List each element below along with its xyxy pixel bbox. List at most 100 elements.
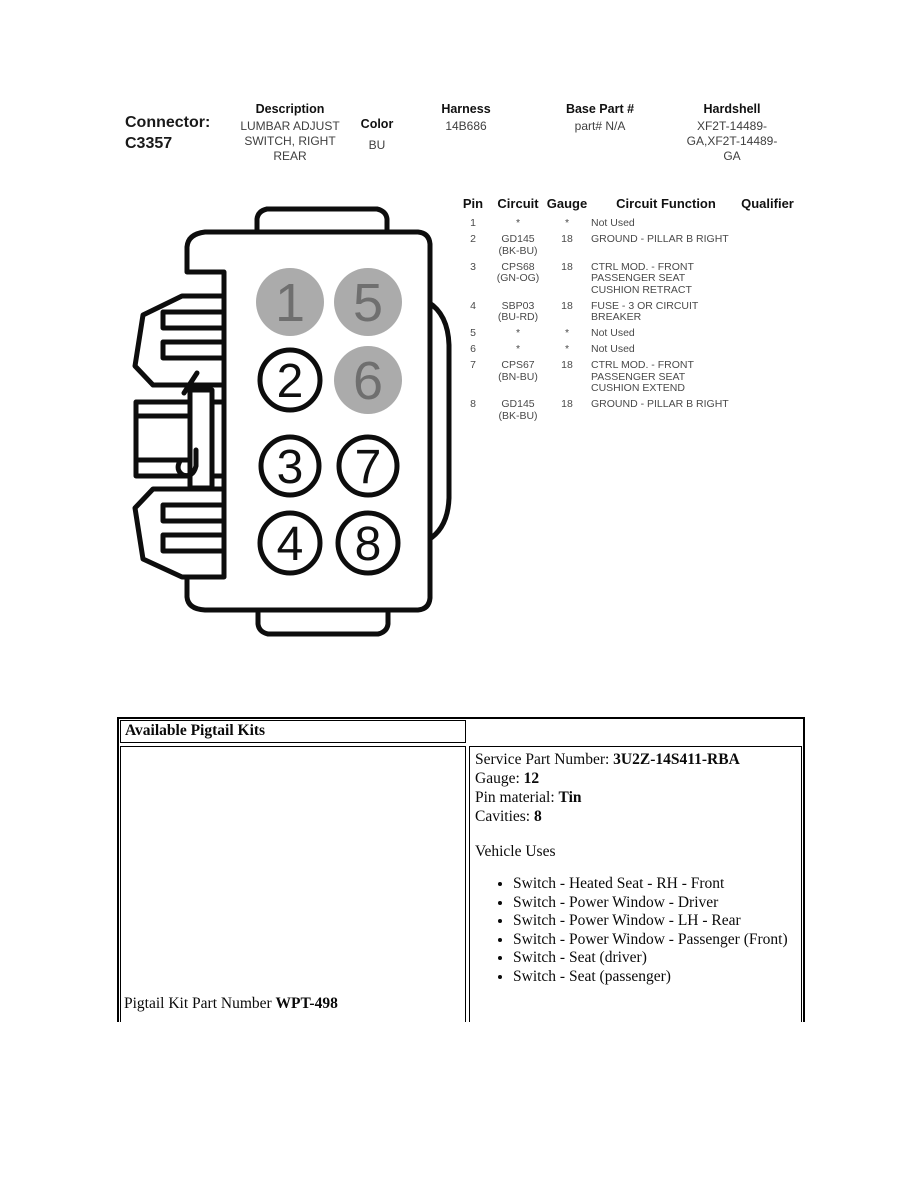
pin-table-header-gauge: Gauge <box>546 196 588 211</box>
cell-function: Not Used <box>591 343 635 355</box>
cell-circuit: * <box>515 327 521 339</box>
latch-tick <box>181 370 200 396</box>
vehicle-use-item: Switch - Power Window - LH - Rear <box>513 912 797 931</box>
cell-qualifier <box>741 234 794 257</box>
cell-function: Not Used <box>591 327 635 339</box>
description-label: Description <box>255 102 325 116</box>
lower-latch-tooth-1 <box>160 502 227 524</box>
cell-gauge: 18 <box>561 233 573 245</box>
vehicle-use-item: Switch - Seat (driver) <box>513 949 797 968</box>
service-part-number-line: Service Part Number: 3U2Z-14S411-RBA <box>475 750 797 769</box>
vehicle-use-item: Switch - Seat (passenger) <box>513 968 797 987</box>
header-col-harness: Harness 14B686 <box>421 102 511 134</box>
pin-material-value: Tin <box>558 789 582 806</box>
pin-table-row: 1 * * Not Used <box>453 217 798 230</box>
cell-pin: 6 <box>470 343 476 355</box>
cell-function: CTRL MOD. - FRONT PASSENGER SEAT CUSHION… <box>591 359 694 394</box>
cell-pin: 1 <box>470 217 476 229</box>
base-part-label: Base Part # <box>565 102 635 116</box>
gauge-line: Gauge: 12 <box>475 769 797 788</box>
cell-function: CTRL MOD. - FRONT PASSENGER SEAT CUSHION… <box>591 260 694 296</box>
pin-8-label: 8 <box>355 518 382 571</box>
pin-table-row: 4 SBP03 (BU-RD) 18 FUSE - 3 OR CIRCUIT B… <box>453 299 798 324</box>
gauge-value: 12 <box>523 770 540 787</box>
hardshell-value: XF2T-14489- GA,XF2T-14489- GA <box>686 119 778 163</box>
cell-gauge: 18 <box>561 299 573 312</box>
header-col-color: Color BU <box>347 117 407 153</box>
pin-4-label: 4 <box>277 518 304 571</box>
lower-latch-tooth-2 <box>160 532 227 554</box>
harness-value: 14B686 <box>445 119 487 133</box>
base-part-value: part# N/A <box>574 119 626 133</box>
cell-circuit: * <box>515 217 521 229</box>
pin-6-label: 6 <box>353 351 383 411</box>
description-value: LUMBAR ADJUST SWITCH, RIGHT REAR <box>240 119 340 163</box>
cavities-value: 8 <box>533 808 542 825</box>
kit-part-number-label: Pigtail Kit Part Number <box>124 995 272 1012</box>
cell-qualifier <box>741 328 794 340</box>
pin-4-cavity <box>257 510 323 576</box>
pin-table-header-pin: Pin <box>462 196 484 211</box>
cell-function: FUSE - 3 OR CIRCUIT BREAKER <box>591 299 699 323</box>
connector-label: Connector: <box>125 114 211 131</box>
pin-1-cavity <box>256 268 324 336</box>
cell-circuit: * <box>515 343 521 355</box>
cell-circuit: CPS68 (GN-OG) <box>496 260 540 284</box>
cell-gauge: 18 <box>561 359 573 371</box>
connector-diagram: 1 5 6 2 3 7 4 8 <box>132 206 452 637</box>
pin-table-row: 5 * * Not Used <box>453 327 798 340</box>
header-col-base-part: Base Part # part# N/A <box>550 102 650 134</box>
service-part-number-label: Service Part Number: <box>475 751 610 768</box>
pin-table-row: 6 * * Not Used <box>453 343 798 356</box>
connector-top-tab <box>254 206 390 237</box>
connector-id: C3357 <box>125 135 173 152</box>
cell-qualifier <box>741 399 794 422</box>
vehicle-uses-title: Vehicle Uses <box>475 843 556 860</box>
vehicle-uses-list: Switch - Heated Seat - RH - Front Switch… <box>475 875 797 986</box>
vehicle-use-item: Switch - Heated Seat - RH - Front <box>513 875 797 894</box>
hardshell-label: Hardshell <box>703 102 761 116</box>
cell-pin: 8 <box>470 398 476 410</box>
cell-circuit: SBP03 (BU-RD) <box>497 299 539 323</box>
connector-bottom-tab <box>255 605 391 637</box>
vehicle-use-item: Switch - Power Window - Driver <box>513 894 797 913</box>
pin-table-header-function: Circuit Function <box>616 196 716 211</box>
latch-curl <box>175 447 199 479</box>
cell-pin: 7 <box>470 359 476 371</box>
pigtail-details-cell: Service Part Number: 3U2Z-14S411-RBA Gau… <box>469 746 802 1022</box>
cell-gauge: 18 <box>561 260 573 273</box>
pigtail-table-border: Available Pigtail Kits Pigtail Kit Part … <box>117 717 805 1022</box>
service-part-number-value: 3U2Z-14S411-RBA <box>613 751 740 768</box>
pin-table-row: 8 GD145 (BK-BU) 18 GROUND - PILLAR B RIG… <box>453 398 798 422</box>
cell-pin: 3 <box>470 260 476 273</box>
pin-circuit-table: Pin Circuit Gauge Circuit Function Quali… <box>453 196 798 427</box>
pin-table-header-qualifier: Qualifier <box>741 196 794 211</box>
pin-5-cavity <box>334 268 402 336</box>
pin-8-cavity <box>335 510 401 576</box>
connector-title: Connector: C3357 <box>125 112 210 154</box>
harness-label: Harness <box>441 102 491 116</box>
pigtail-table-title: Available Pigtail Kits <box>120 720 466 743</box>
cell-qualifier <box>741 344 794 356</box>
pin-5-label: 5 <box>353 273 383 333</box>
pin-table-header: Pin Circuit Gauge Circuit Function Quali… <box>453 196 798 211</box>
pigtail-kit-cell: Pigtail Kit Part Number WPT-498 <box>120 746 466 1022</box>
cell-circuit: GD145 (BK-BU) <box>498 233 538 257</box>
color-label: Color <box>360 117 394 131</box>
upper-latch-tooth-1 <box>160 309 227 331</box>
cell-qualifier <box>741 360 794 395</box>
cell-qualifier <box>741 301 794 324</box>
cell-gauge: * <box>564 327 570 339</box>
header-col-hardshell: Hardshell XF2T-14489- GA,XF2T-14489- GA <box>671 102 793 164</box>
pin-1-label: 1 <box>275 273 305 333</box>
connector-right-bulge <box>425 299 452 543</box>
cell-gauge: 18 <box>561 398 573 410</box>
pin-3-cavity <box>258 434 322 498</box>
cell-pin: 2 <box>470 233 476 245</box>
cell-pin: 4 <box>470 299 476 312</box>
pigtail-header-row: Available Pigtail Kits <box>120 720 802 744</box>
pin-3-label: 3 <box>277 441 304 494</box>
cell-circuit: GD145 (BK-BU) <box>498 398 538 422</box>
cell-circuit: CPS67 (BN-BU) <box>498 359 538 383</box>
